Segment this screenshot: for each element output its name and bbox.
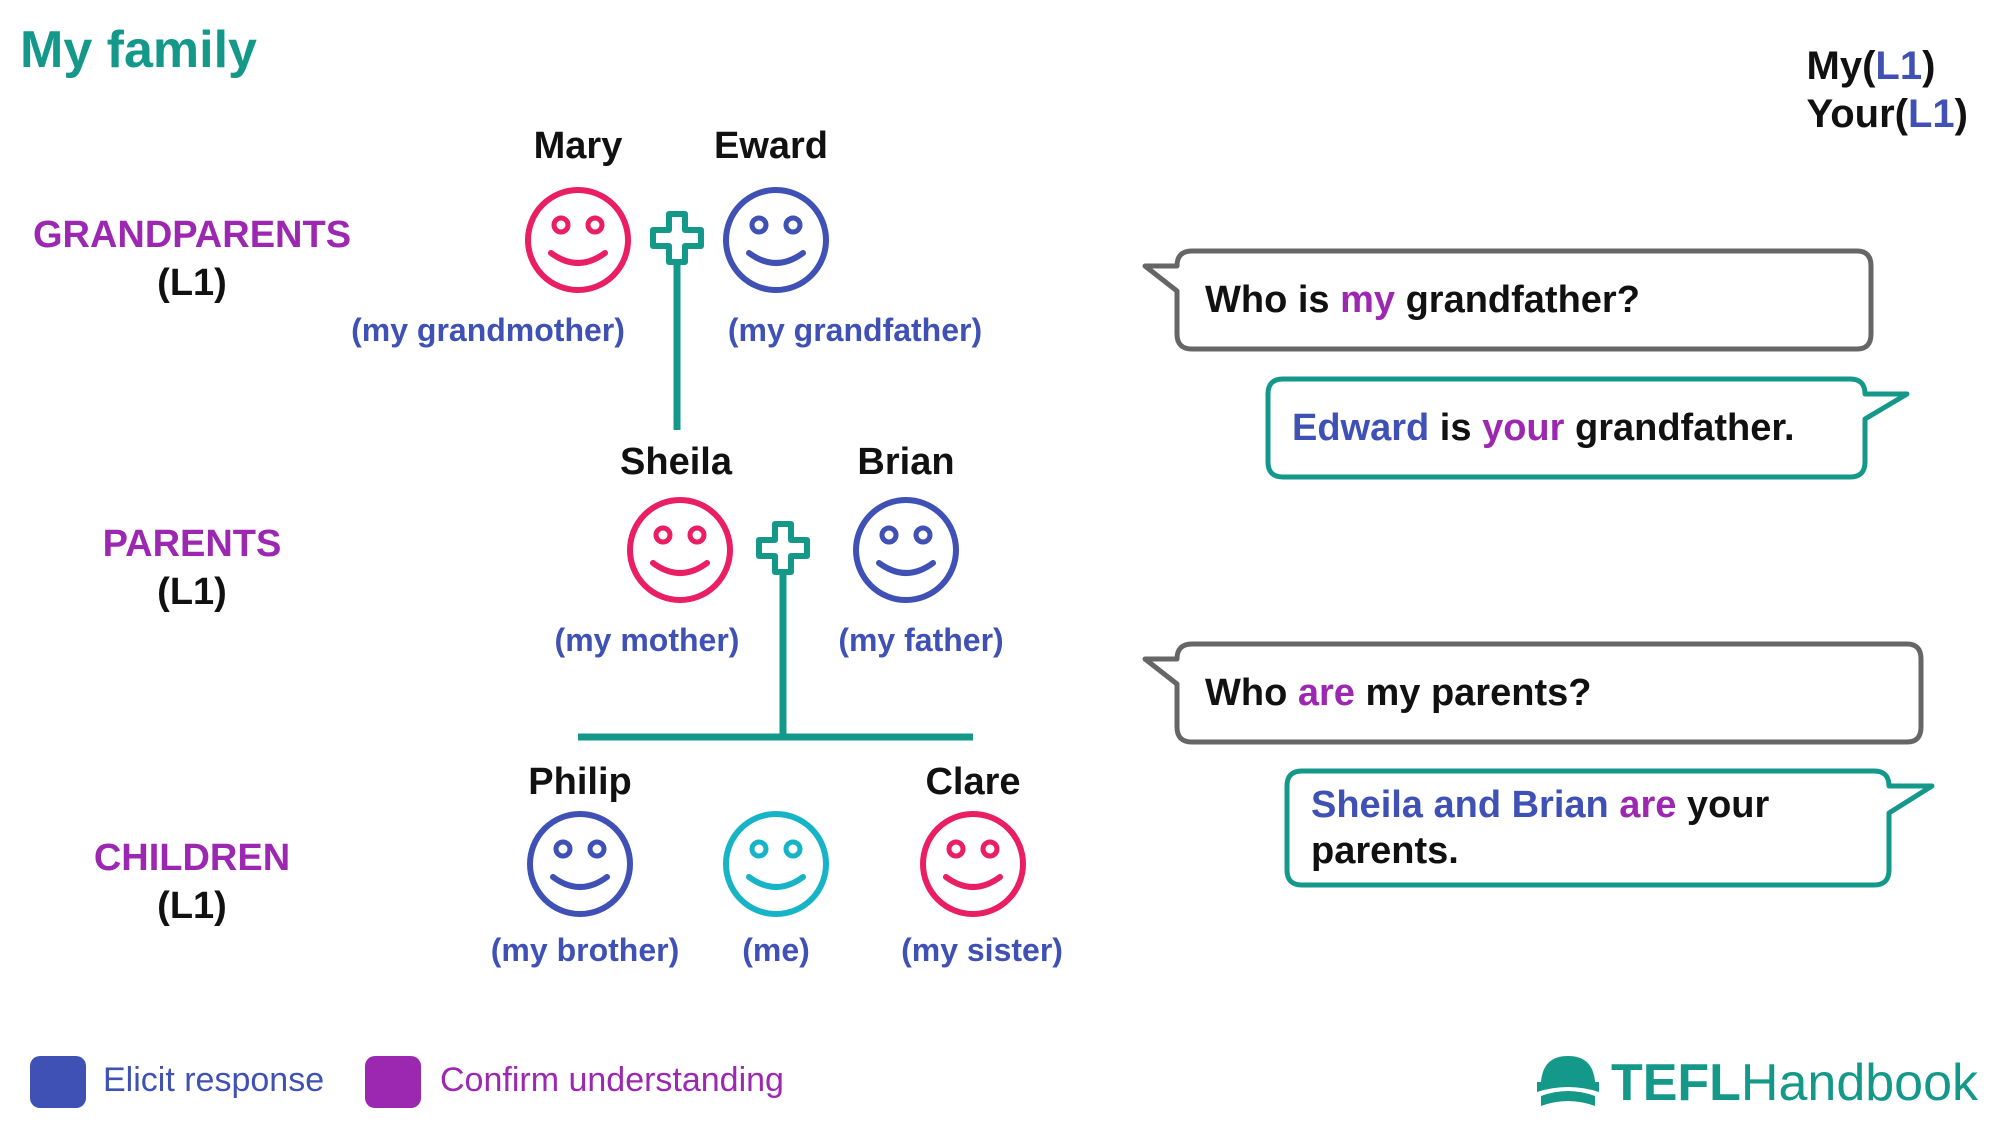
logo-text-bold: TEFL <box>1610 1054 1741 1112</box>
answer-text-parents-line1: Sheila and Brian are your <box>1311 782 1769 828</box>
name-philip: Philip <box>528 761 632 803</box>
grandparents-label: GRANDPARENTS <box>32 214 352 256</box>
speech-bubble-outline-icon <box>1265 376 1910 480</box>
confirm-understanding-label: Confirm understanding <box>440 1061 784 1099</box>
language-level-note: My(L1) Your(L1) <box>1807 42 1968 138</box>
grandparents-level: (L1) <box>157 262 227 304</box>
question-text-parents: Who are my parents? <box>1205 670 1591 716</box>
answer-bubble-parents: Sheila and Brian are your parents. <box>1284 768 1935 888</box>
answer-text-grandfather: Edward is your grandfather. <box>1292 405 1795 451</box>
name-brian: Brian <box>857 441 955 483</box>
your-level-suffix: ) <box>1954 92 1968 136</box>
page-title: My family <box>20 21 257 79</box>
speech-bubble-outline-icon <box>1284 768 1935 888</box>
parents-level: (L1) <box>157 571 227 613</box>
a1-part-d: grandfather. <box>1564 407 1795 449</box>
role-brian: (my father) <box>838 622 1004 658</box>
your-level-line: Your(L1) <box>1807 90 1968 138</box>
q1-part-b: my <box>1340 279 1396 321</box>
children-label: CHILDREN <box>93 837 291 879</box>
question-text-grandfather: Who is my grandfather? <box>1205 277 1640 323</box>
a1-part-b: is <box>1429 407 1483 449</box>
smiley-face-icon-brian <box>853 497 959 603</box>
parents-label: PARENTS <box>102 523 282 565</box>
elicit-response-label: Elicit response <box>103 1061 325 1099</box>
name-sheila: Sheila <box>620 441 732 483</box>
role-eward: (my grandfather) <box>727 312 983 348</box>
q1-part-a: Who is <box>1205 279 1341 321</box>
role-mary: (my grandmother) <box>351 312 625 348</box>
role-sheila: (my mother) <box>554 622 740 658</box>
elicit-response-swatch <box>30 1056 86 1108</box>
speech-bubble-outline-icon <box>1142 641 1924 745</box>
smiley-face-icon-eward <box>723 187 829 293</box>
a1-part-a: Edward <box>1292 407 1430 449</box>
answer-text-parents-line2: parents. <box>1311 830 1459 872</box>
speech-bubble-outline-icon <box>1142 248 1874 352</box>
your-level-prefix: Your( <box>1806 92 1908 136</box>
q2-part-c: my parents? <box>1354 672 1592 714</box>
a1-part-c: your <box>1482 407 1565 449</box>
smiley-face-icon-clare <box>920 811 1026 917</box>
my-level-suffix: ) <box>1922 44 1936 88</box>
role-me: (me) <box>742 932 810 968</box>
name-mary: Mary <box>533 125 623 167</box>
confirm-understanding-swatch <box>365 1056 421 1108</box>
name-eward: Eward <box>713 125 829 167</box>
smiley-face-icon-mary <box>525 187 631 293</box>
question-bubble-grandfather: Who is my grandfather? <box>1142 248 1874 352</box>
graduation-cap-icon <box>1536 1056 1599 1106</box>
name-clare: Clare <box>925 761 1021 803</box>
q1-part-c: grandfather? <box>1395 279 1640 321</box>
a2-part-a: Sheila and Brian <box>1311 784 1609 826</box>
smiley-face-icon-sheila <box>627 497 733 603</box>
answer-bubble-grandfather: Edward is your grandfather. <box>1265 376 1915 480</box>
logo-text-thin: Handbook <box>1740 1054 1978 1112</box>
question-bubble-parents: Who are my parents? <box>1142 641 1924 745</box>
q2-part-a: Who <box>1205 672 1298 714</box>
a2-part-b: are <box>1608 784 1677 826</box>
plus-icon-grandparents <box>650 211 704 265</box>
q2-part-b: are <box>1297 672 1355 714</box>
role-clare: (my sister) <box>901 932 1063 968</box>
my-level-line: My(L1) <box>1807 42 1968 90</box>
my-level-prefix: My( <box>1806 44 1876 88</box>
your-level-value: L1 <box>1907 92 1955 136</box>
plus-icon-parents <box>756 521 810 575</box>
a2-part-c: your <box>1676 784 1770 826</box>
children-level: (L1) <box>157 885 227 927</box>
smiley-face-icon-me <box>723 811 829 917</box>
my-level-value: L1 <box>1875 44 1923 88</box>
smiley-face-icon-philip <box>527 811 633 917</box>
tefl-handbook-logo: TEFLHandbook <box>1535 1052 1978 1113</box>
role-philip: (my brother) <box>490 932 680 968</box>
